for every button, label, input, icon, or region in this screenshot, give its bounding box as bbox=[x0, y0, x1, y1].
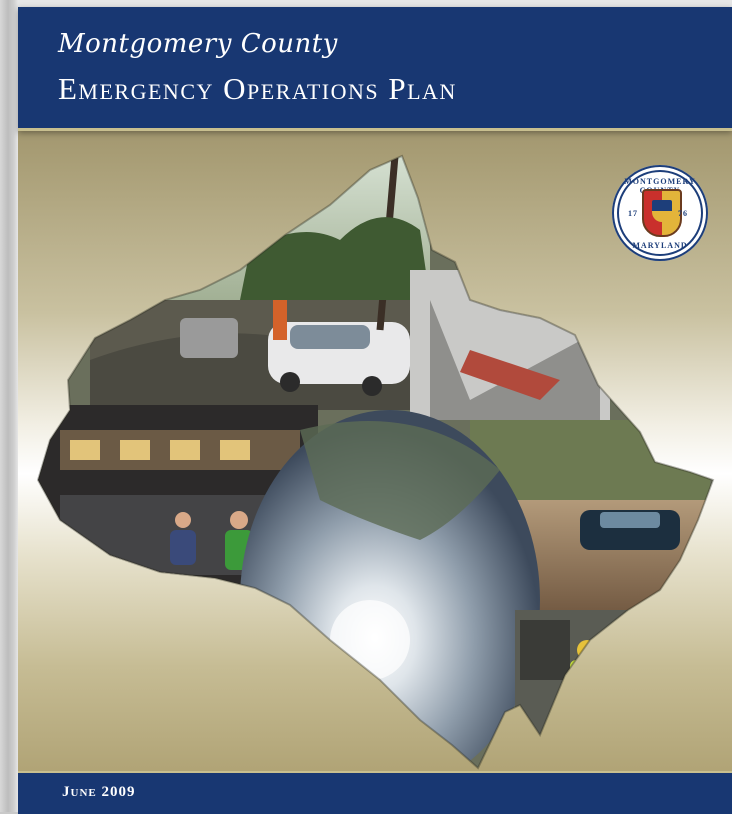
county-name: Montgomery County bbox=[58, 29, 338, 59]
county-seal: MONTGOMERY COUNTY 17 76 MARYLAND bbox=[612, 165, 708, 261]
seal-bottom-text: MARYLAND bbox=[632, 241, 688, 250]
publication-date: June 2009 bbox=[62, 784, 136, 800]
seal-year-right: 76 bbox=[678, 209, 688, 218]
title-banner: Montgomery County Emergency Operations P… bbox=[18, 7, 732, 131]
document-title: Emergency Operations Plan bbox=[58, 71, 457, 106]
footer-banner: June 2009 bbox=[18, 771, 732, 814]
seal-crest-icon bbox=[642, 189, 682, 237]
seal-year-left: 17 bbox=[628, 209, 638, 218]
